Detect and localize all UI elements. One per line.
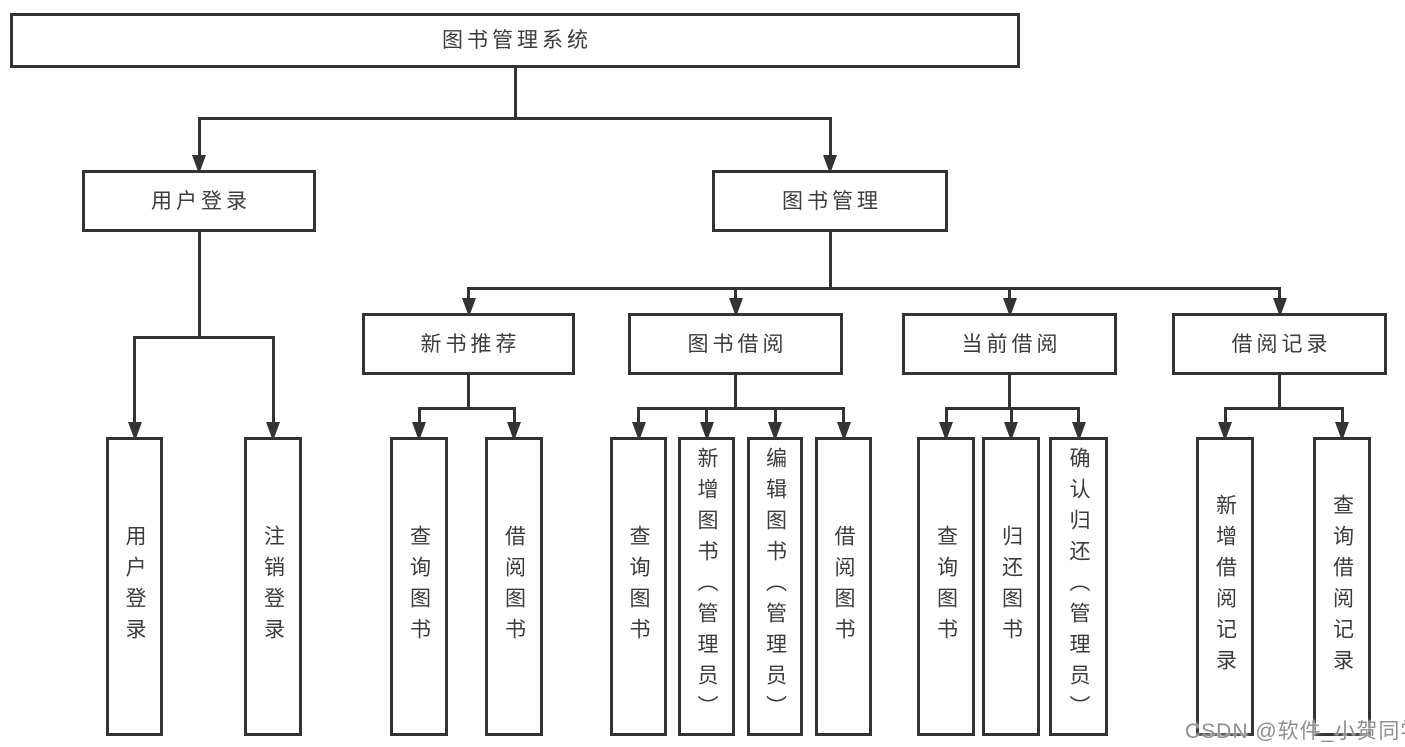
node-return-books: 归还图书 [982, 437, 1040, 736]
node-borrow-books-1: 借阅图书 [485, 437, 543, 736]
arrow-down-icon [1272, 298, 1287, 317]
arrow-down-icon [127, 422, 142, 441]
node-new-book-recommend: 新书推荐 [362, 313, 575, 375]
node-label-add-books-admin: 新增图书（管理员） [695, 447, 718, 726]
node-query-books-3: 查询图书 [917, 437, 975, 736]
node-label-query-borrow-record: 查询借阅记录 [1330, 493, 1354, 680]
node-borrow-books-2: 借阅图书 [815, 437, 872, 736]
connector-line [271, 337, 275, 424]
connector-rail [467, 286, 1281, 290]
arrow-down-icon [728, 298, 743, 317]
csdn-watermark: CSDN @软件_小贺同学 [1185, 720, 1405, 743]
connector-line [842, 408, 845, 424]
node-add-books-admin: 新增图书（管理员） [678, 437, 735, 736]
node-label-logout: 注销登录 [261, 524, 285, 649]
node-user-login-menu: 用户登录 [82, 170, 316, 232]
connector-rail [1223, 406, 1344, 410]
node-label-book-borrow: 图书借阅 [687, 332, 788, 356]
node-add-borrow-record: 新增借阅记录 [1196, 437, 1254, 736]
connector-line [1340, 408, 1344, 424]
connector-line [773, 408, 777, 424]
connector-rail [417, 406, 516, 410]
arrow-down-icon [836, 422, 851, 441]
node-label-borrow-books-1: 借阅图书 [502, 524, 526, 649]
arrow-down-icon [1335, 422, 1349, 441]
node-query-books-1: 查询图书 [390, 437, 448, 736]
node-label-new-book-recommend: 新书推荐 [420, 332, 521, 356]
node-label-book-management: 图书管理 [782, 189, 882, 213]
node-query-books-2: 查询图书 [610, 437, 667, 736]
connector-line [467, 288, 470, 300]
connector-line [944, 408, 948, 424]
node-user-login: 用户登录 [106, 437, 163, 736]
arrow-down-icon [1218, 422, 1232, 441]
connector-line [417, 408, 421, 424]
connector-rail [133, 335, 275, 339]
node-label-confirm-return-admin: 确认归还（管理员） [1067, 447, 1090, 726]
arrow-down-icon [1071, 422, 1086, 441]
connector-line [1009, 408, 1013, 424]
connector-line [734, 375, 737, 408]
connector-line [637, 408, 640, 424]
node-query-borrow-record: 查询借阅记录 [1313, 437, 1371, 736]
node-confirm-return-admin: 确认归还（管理员） [1049, 437, 1108, 736]
node-label-borrow-books-2: 借阅图书 [832, 524, 855, 649]
arrow-down-icon [699, 422, 714, 441]
node-label-query-books-3: 查询图书 [934, 524, 958, 649]
connector-line [1223, 408, 1227, 424]
node-book-borrow: 图书借阅 [628, 313, 843, 375]
arrow-down-icon [823, 155, 837, 174]
arrow-down-icon [412, 422, 426, 441]
connector-line [1008, 375, 1011, 408]
node-label-query-books-1: 查询图书 [407, 524, 431, 649]
connector-line [1077, 408, 1080, 424]
connector-line [197, 118, 201, 157]
connector-line [705, 408, 708, 424]
arrow-down-icon [939, 422, 953, 441]
node-label-return-books: 归还图书 [999, 524, 1023, 649]
node-edit-books-admin: 编辑图书（管理员） [747, 437, 803, 736]
connector-line [197, 232, 201, 337]
arrow-down-icon [768, 422, 782, 441]
node-current-borrow: 当前借阅 [902, 313, 1117, 375]
connector-line [1278, 288, 1281, 300]
connector-line [467, 375, 470, 408]
arrow-down-icon [461, 298, 476, 317]
connector-line [512, 408, 516, 424]
arrow-down-icon [192, 155, 206, 174]
node-label-add-borrow-record: 新增借阅记录 [1213, 493, 1237, 680]
node-logout: 注销登录 [244, 437, 302, 736]
connector-line [828, 118, 832, 157]
node-label-user-login-menu: 用户登录 [151, 189, 251, 213]
node-borrow-records: 借阅记录 [1172, 313, 1387, 375]
connector-line [133, 337, 136, 424]
arrow-down-icon [507, 422, 521, 441]
connector-rail [197, 116, 832, 120]
connector-line [513, 68, 517, 118]
node-label-edit-books-admin: 编辑图书（管理员） [763, 447, 787, 726]
connector-line [1008, 288, 1011, 300]
node-label-borrow-records: 借阅记录 [1231, 332, 1332, 356]
arrow-down-icon [1002, 298, 1017, 317]
node-label-user-login: 用户登录 [123, 524, 146, 649]
node-label-query-books-2: 查询图书 [627, 524, 650, 649]
connector-line [734, 288, 737, 300]
connector-line [828, 232, 832, 288]
node-label-current-borrow: 当前借阅 [961, 332, 1062, 356]
node-book-management: 图书管理 [712, 170, 948, 232]
connector-rail [637, 406, 845, 410]
arrow-down-icon [631, 422, 646, 441]
node-root: 图书管理系统 [10, 13, 1020, 68]
arrow-down-icon [1004, 422, 1018, 441]
connector-line [1278, 375, 1281, 408]
node-label-root: 图书管理系统 [442, 29, 592, 52]
arrow-down-icon [266, 422, 280, 441]
